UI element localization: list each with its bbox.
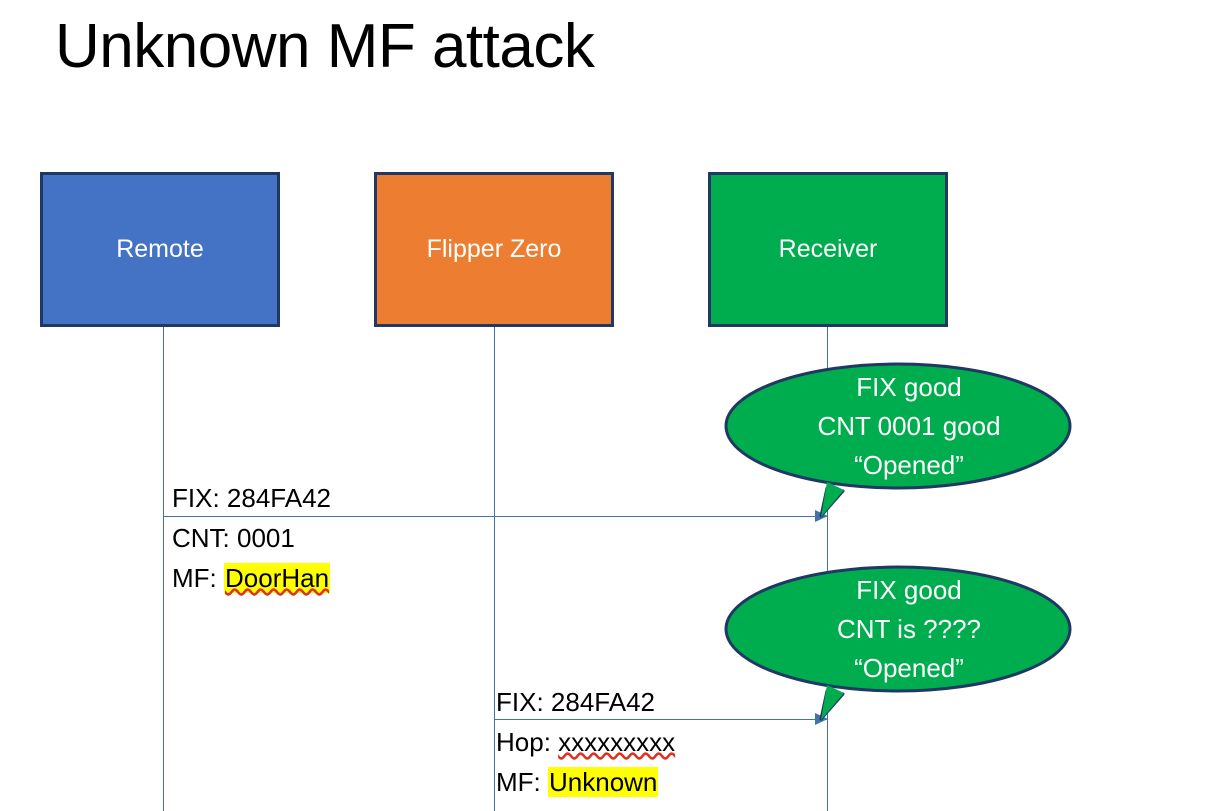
speech-bubble-receiver-response-1[interactable]: FIX good CNT 0001 good “Opened” [724,362,1072,518]
message-line-value-highlighted: Unknown [548,767,659,797]
message-line-value: 284FA42 [226,483,331,513]
speech-bubble-receiver-response-2[interactable]: FIX good CNT is ???? “Opened” [724,565,1072,721]
message-line: CNT: 0001 [172,518,331,558]
message-line-value: 284FA42 [550,687,655,717]
actor-label-flipper: Flipper Zero [426,235,562,263]
message-label-remote-to-receiver: FIX: 284FA42 CNT: 0001 MF: DoorHan [172,478,331,598]
actor-box-remote[interactable]: Remote [40,172,280,327]
page-title: Unknown MF attack [55,12,595,81]
message-line: Hop: xxxxxxxxx [496,722,675,762]
actor-box-flipper[interactable]: Flipper Zero [374,172,614,327]
message-line-label: Hop: [496,727,551,757]
speech-bubble-shape [724,362,1072,518]
message-line-label: MF: [172,563,217,593]
actor-box-receiver[interactable]: Receiver [708,172,948,327]
message-line-label: FIX: [496,687,544,717]
message-line-label: CNT: [172,523,230,553]
actor-label-receiver: Receiver [778,235,878,263]
message-line: FIX: 284FA42 [172,478,331,518]
message-line-value: 0001 [237,523,295,553]
message-line-value-misspelled: xxxxxxxxx [558,727,676,757]
lifeline-receiver [827,326,828,811]
actor-label-remote: Remote [116,235,204,263]
message-line-label: FIX: [172,483,220,513]
message-line-label: MF: [496,767,541,797]
message-label-flipper-to-receiver: FIX: 284FA42 Hop: xxxxxxxxx MF: Unknown [496,682,675,802]
lifeline-flipper [494,326,495,811]
message-line-value-highlighted: DoorHan [224,563,331,593]
message-line: MF: Unknown [496,762,675,802]
lifeline-remote [163,326,164,811]
message-line: FIX: 284FA42 [496,682,675,722]
message-line: MF: DoorHan [172,558,331,598]
speech-bubble-shape [724,565,1072,721]
